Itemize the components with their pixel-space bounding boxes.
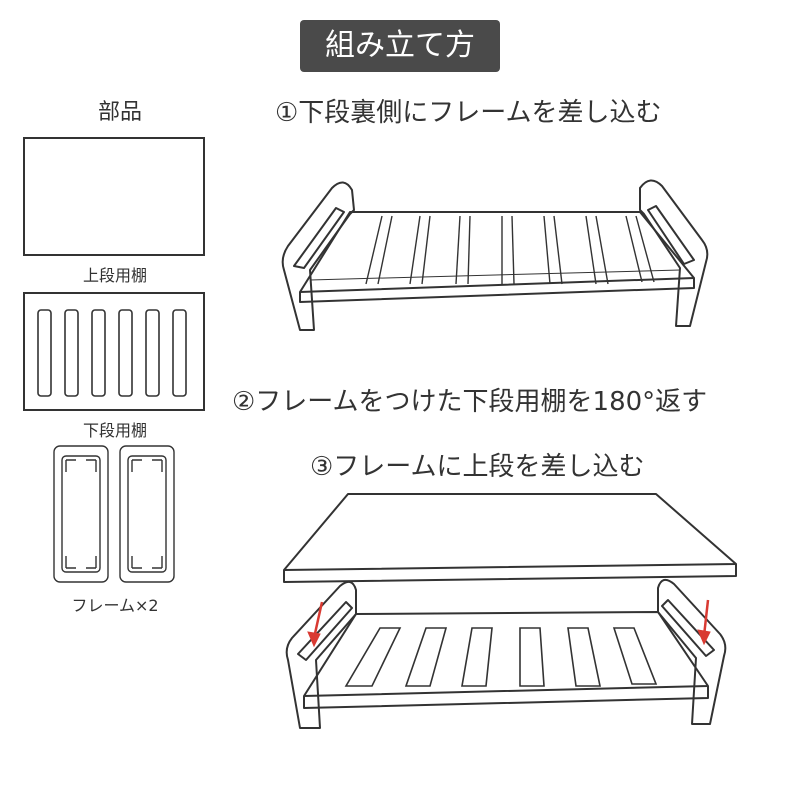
part-label-bottom-shelf: 下段用棚 <box>82 421 147 440</box>
frame-parts <box>53 445 175 583</box>
bottom-shelf-part <box>23 292 205 411</box>
top-shelf-part <box>23 137 205 256</box>
part-label-frames: フレーム×2 <box>71 596 159 615</box>
step-2-text: ②フレームをつけた下段用棚を180°返す <box>232 387 708 417</box>
step-3-illustration <box>283 493 737 729</box>
part-label-top-shelf: 上段用棚 <box>82 266 147 285</box>
step-1-illustration <box>281 179 709 331</box>
parts-heading: 部品 <box>97 100 142 125</box>
step-3-text: ③フレームに上段を差し込む <box>310 452 645 482</box>
page-title: 組み立て方 <box>300 20 500 72</box>
step-1-text: ①下段裏側にフレームを差し込む <box>275 98 662 128</box>
